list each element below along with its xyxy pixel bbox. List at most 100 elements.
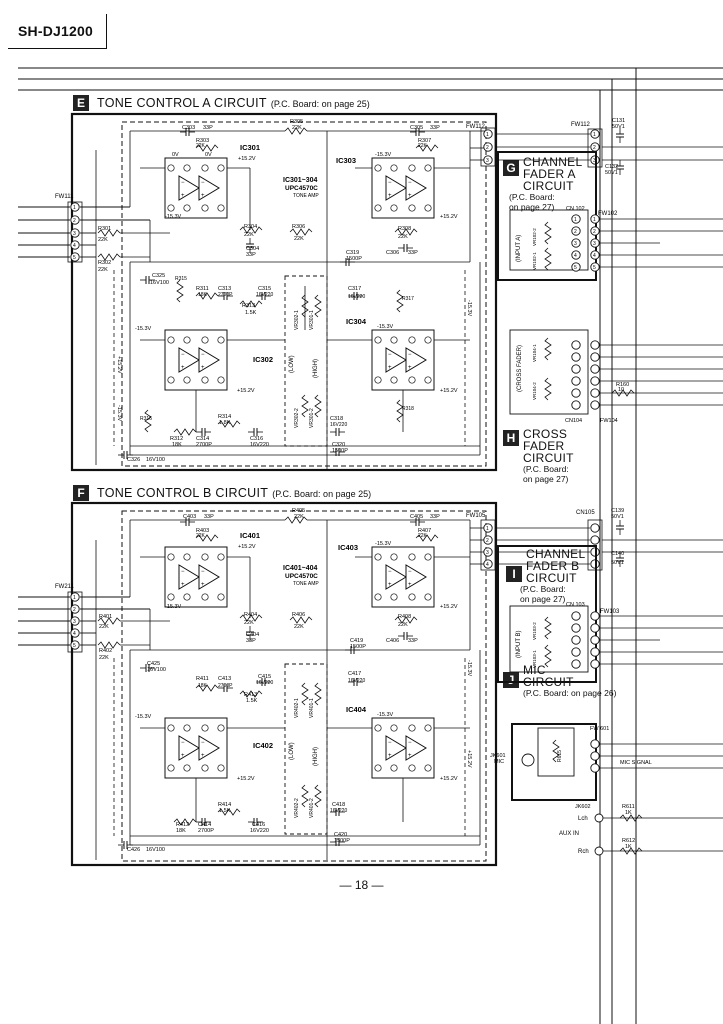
svg-text:3: 3 <box>593 241 596 247</box>
c414-value: 2700P <box>198 828 214 834</box>
c415-value: 16V220 <box>256 680 273 686</box>
c317-value: 16V220 <box>348 294 365 300</box>
vr-low-a: (LOW) <box>289 355 295 373</box>
r407-label: R407 <box>418 528 431 534</box>
ic-part-b: UPC4570C <box>285 573 318 580</box>
c319-value: 1500P <box>346 256 362 262</box>
cross-line1: CROSS <box>523 427 568 441</box>
fw111-connector: FW111 1 2 3 4 5 R301 22K R302 22K <box>18 194 170 273</box>
mic-jack-label: MIC <box>494 759 504 765</box>
svg-text:4: 4 <box>73 243 76 249</box>
ic303-label: IC303 <box>336 156 356 165</box>
svg-text:1: 1 <box>593 217 596 223</box>
c419-value: 1500P <box>350 644 366 650</box>
ic404-block: IC404 +15.2V -15.3V <box>346 705 458 782</box>
ic301-minus-v: -15.3V <box>165 214 182 220</box>
fader-a-header: G CHANNEL FADER A CIRCUIT (P.C. Board: o… <box>503 156 582 212</box>
ic404-label: IC404 <box>346 705 367 714</box>
r407-value: 22K <box>418 533 428 539</box>
page-number: — 18 — <box>339 878 384 892</box>
ic403-label: IC403 <box>338 543 358 552</box>
ic301-zero1: 0V <box>172 152 179 158</box>
vr-high-a: (HIGH) <box>313 359 319 378</box>
r406-value: 22K <box>294 624 304 630</box>
c318-value: 16V220 <box>330 422 347 428</box>
input-b-label: (INPUT B) <box>516 630 522 658</box>
ic401-label: IC401 <box>240 531 260 540</box>
r412-label: R412 <box>176 822 189 828</box>
c425-label: C425 <box>147 661 160 667</box>
model-number: SH-DJ1200 <box>18 23 93 39</box>
c325-value: 16V100 <box>150 280 169 286</box>
vr104-1-label: VR104-1 <box>532 344 537 362</box>
ic301-block: IC301 +15.2V -15.3V 0V 0V <box>165 143 260 220</box>
ic301-plus-v: +15.2V <box>238 156 256 162</box>
tone-b-box <box>70 501 498 867</box>
c139-label: C139 <box>611 508 624 514</box>
rail-a-left: +15.2V <box>116 356 122 374</box>
fw601-label: FW 601 <box>590 726 609 732</box>
tone-b-letter: F <box>73 485 89 501</box>
r160-value: 10 <box>618 387 624 393</box>
tone-b-header: F TONE CONTROL B CIRCUIT (P.C. Board: on… <box>73 485 371 501</box>
ic-func-b: TONE AMP <box>293 581 319 587</box>
r611-label: R611 <box>622 804 635 810</box>
c314-value: 2700P <box>196 442 212 448</box>
fw112-a-label: FW112 <box>466 124 486 130</box>
lch-label: Lch <box>578 816 588 822</box>
r303-value: 22K <box>196 143 206 149</box>
cross-note1: (P.C. Board: <box>523 464 569 474</box>
ic302-label: IC302 <box>253 355 273 364</box>
svg-text:2: 2 <box>574 229 577 235</box>
svg-text:5: 5 <box>73 255 76 261</box>
c403-value: 33P <box>204 514 214 520</box>
c316-value: 16V220 <box>250 442 269 448</box>
svg-text:4: 4 <box>73 631 76 637</box>
tone-b-title: TONE CONTROL B CIRCUIT <box>97 486 269 500</box>
fader-b-letter: I <box>506 566 522 582</box>
cn105-area: CN105 C139 50V1 C140 50V1 <box>576 508 723 571</box>
c319-label: C319 <box>346 250 359 256</box>
ic403-plus-v: +15.2V <box>440 604 458 610</box>
rail-b-right: -15.3V <box>466 660 472 677</box>
ic304-minus-v: -15.3V <box>377 324 394 330</box>
vr102-1-label: VR102-1 <box>532 252 537 270</box>
r401-value: 22K <box>99 624 109 630</box>
r304-value: 22K <box>244 232 254 238</box>
c413-value: 2700P <box>218 683 233 689</box>
r403-label: R403 <box>196 528 209 534</box>
r311-label: R311 <box>196 286 209 292</box>
r302-label: R302 <box>98 260 111 266</box>
mic-circuit-box: JK601 MIC R615 FW 601 MIC SIGNAL <box>490 723 723 801</box>
vr-low-b: (LOW) <box>289 742 295 760</box>
c306-label: C306 <box>386 250 399 256</box>
fw102-label: FW102 <box>598 211 618 217</box>
c414-label: C414 <box>198 822 211 828</box>
r312-label: R312 <box>170 436 183 442</box>
c305-label: C305 <box>410 125 423 131</box>
c316-label: C316 <box>250 436 263 442</box>
c313-label: C313 <box>218 286 231 292</box>
c415-label: C415 <box>258 674 271 680</box>
r304-label: R304 <box>244 224 257 230</box>
c132-value: 50V1 <box>605 170 618 176</box>
c413-label: C413 <box>218 676 231 682</box>
vr-block-a: VR302-1 VR301-1 VR302-2 VR301-2 (LOW) (H… <box>284 275 328 447</box>
c403-label: C403 <box>183 514 196 520</box>
c420-label: C420 <box>334 832 347 838</box>
c320-label: C320 <box>332 442 345 448</box>
vr302-2-label: VR302-2 <box>294 408 300 428</box>
svg-text:3: 3 <box>73 619 76 625</box>
cn102-label: CN 102 <box>566 206 585 212</box>
c420-value: 1500P <box>334 838 350 844</box>
vr301-1-label: VR301-1 <box>309 310 315 330</box>
r301-label: R301 <box>98 226 111 232</box>
ic404-plus-v: +15.2V <box>440 776 458 782</box>
r160-label: R160 <box>616 382 629 388</box>
cross-header: H CROSS FADER CIRCUIT (P.C. Board: on pa… <box>503 428 574 484</box>
r301-value: 22K <box>98 237 108 243</box>
vr401-1-label: VR401-1 <box>309 698 315 718</box>
fw111-label: FW111 <box>55 194 74 200</box>
ic302-plus-v: +15.2V <box>237 388 255 394</box>
fw104-label: FW104 <box>600 418 618 424</box>
